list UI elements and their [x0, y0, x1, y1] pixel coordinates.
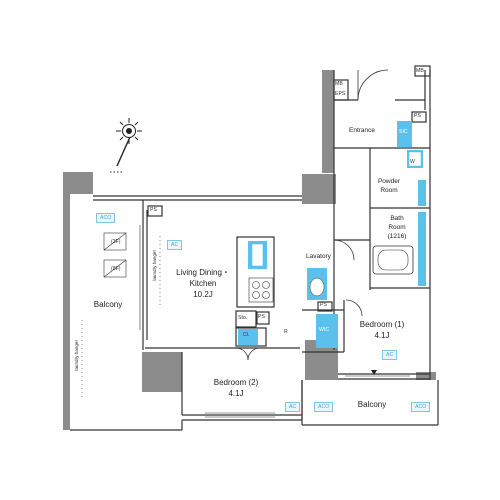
compass-icon — [110, 118, 142, 173]
w-tag: W — [410, 159, 415, 165]
structural-walls — [63, 70, 436, 430]
outdoor-unit-8f-tag: (8F) — [111, 266, 121, 272]
mb-tag-top: MB — [416, 68, 424, 74]
r-tag: R — [284, 329, 288, 335]
bath-room-label: Bath Room (1216) — [387, 215, 407, 240]
outdoor-units — [103, 232, 127, 278]
aco-tag-balcony-bottom-2: ACO — [411, 402, 431, 413]
windows — [139, 225, 410, 418]
aco-tag-balcony: ACO — [96, 213, 116, 224]
balcony-bottom-label: Balcony — [357, 400, 387, 409]
cl-tag: Cl. — [243, 332, 250, 338]
lavatory-label: Lavatory — [306, 253, 331, 260]
ac-tag-ldk: AC — [167, 240, 183, 251]
ps-tag-storage: PS — [258, 314, 265, 320]
balcony-left-label: Balcony — [93, 300, 123, 309]
wall-lines — [70, 65, 439, 431]
entrance-label: Entrance — [349, 127, 376, 134]
bedroom-2-label: Bedroom (2) 4.1J — [213, 378, 259, 398]
outdoor-unit-3f-tag: (3F) — [111, 239, 121, 245]
ps-tag-lavatory: PS — [320, 302, 327, 308]
aco-tag-balcony-bottom-1: ACO — [314, 402, 334, 413]
entrance-door — [235, 69, 389, 361]
eps-tag: EPS — [335, 91, 346, 97]
ps-tag-entrance: PS — [414, 113, 421, 119]
wic-tag: WIC — [319, 327, 330, 333]
powder-room-label: Powder Room — [377, 178, 401, 194]
laundry-hanger-label-ldk: laundry hanger — [152, 250, 157, 281]
laundry-hanger-label-balcony: laundry hanger — [74, 340, 79, 371]
entrance-arrow-icon — [371, 370, 377, 375]
bedroom-1-label: Bedroom (1) 4.1J — [359, 320, 405, 340]
laundry-hanger-lines — [81, 236, 161, 400]
ac-tag-bedroom-1: AC — [382, 350, 398, 361]
ps-tag-ldk: PS — [150, 207, 157, 213]
ac-tag-bedroom-2: AC — [285, 402, 301, 413]
sic-tag: SIC — [399, 129, 408, 135]
mb-tag-entrance: MB — [335, 81, 343, 87]
sto-tag: Sto. — [238, 315, 248, 321]
ldk-label: Living Dining・ Kitchen 10.2J — [176, 268, 230, 299]
fixtures — [238, 121, 426, 348]
